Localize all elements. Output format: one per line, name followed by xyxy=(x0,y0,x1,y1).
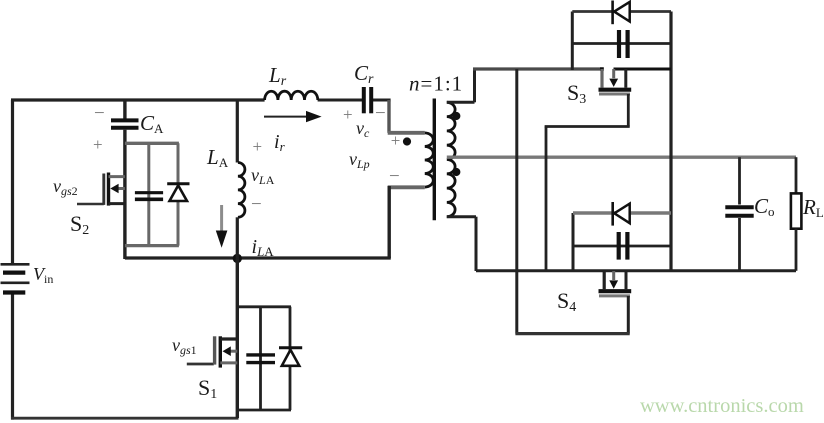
svg-text:−: − xyxy=(389,166,400,187)
svg-text:vc: vc xyxy=(356,118,370,140)
svg-text:ir: ir xyxy=(274,131,286,154)
svg-text:vLA: vLA xyxy=(251,165,275,187)
svg-text:S1: S1 xyxy=(198,375,217,402)
svg-text:Cr: Cr xyxy=(354,61,374,87)
svg-text:S3: S3 xyxy=(567,80,586,107)
svg-text:+: + xyxy=(93,135,103,154)
svg-text:Vin: Vin xyxy=(33,264,53,286)
svg-text:RL: RL xyxy=(802,195,824,220)
svg-text:iLA: iLA xyxy=(252,236,275,259)
svg-text:S4: S4 xyxy=(557,288,576,315)
svg-text:+: + xyxy=(391,131,401,150)
svg-text:−: − xyxy=(375,103,386,124)
svg-text:LA: LA xyxy=(206,145,229,170)
svg-text:Co: Co xyxy=(754,194,775,219)
svg-text:−: − xyxy=(94,103,105,124)
svg-text:−: − xyxy=(251,194,262,215)
svg-text:vLp: vLp xyxy=(349,149,370,171)
svg-text:vgs1: vgs1 xyxy=(172,335,197,357)
svg-text:S2: S2 xyxy=(70,211,89,238)
svg-text:vgs2: vgs2 xyxy=(53,176,78,198)
svg-text:Lr: Lr xyxy=(268,63,287,89)
svg-text:+: + xyxy=(343,105,353,124)
svg-text:+: + xyxy=(253,137,263,156)
svg-text:n=1:1: n=1:1 xyxy=(409,72,463,96)
svg-text:CA: CA xyxy=(140,111,164,136)
svg-text:www.cntronics.com: www.cntronics.com xyxy=(640,395,804,417)
